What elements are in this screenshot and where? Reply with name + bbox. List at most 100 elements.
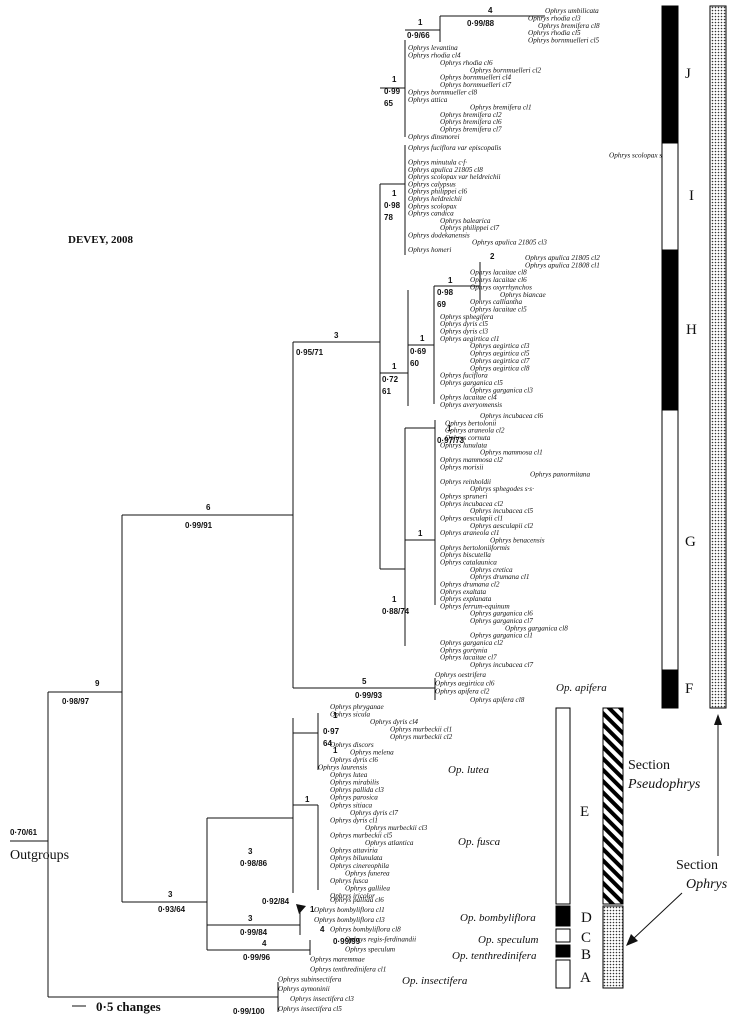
node-label: 9 — [95, 679, 100, 688]
leaf-label: Ophrys fuciflora var episcopalis — [408, 144, 501, 152]
leaf-label: Ophrys bornmuelleri cl4 — [440, 74, 511, 82]
node-label: 0·99/93 — [355, 691, 383, 700]
leaf-label: Ophrys dyris cl1 — [330, 816, 378, 824]
node-label: 0·99/88 — [467, 19, 495, 28]
leaf-label: Ophrys heldreichii — [408, 195, 462, 203]
leaf-label: Ophrys dodekanensis — [408, 231, 470, 239]
section-arrows — [626, 714, 722, 946]
clade-bar-A — [555, 959, 571, 989]
leaf-label: Ophrys scolopax var heldreichii — [408, 173, 501, 181]
section-pseudophrys-line2: Pseudophrys — [627, 777, 701, 792]
leaf-label: Ophrys murbeckii cl5 — [330, 832, 393, 840]
leaf-label: Ophrys bornmueller cl8 — [408, 89, 477, 97]
leaf-label: Ophrys speculum — [345, 946, 395, 954]
leaf-label: Ophrys catalaunica — [440, 559, 497, 567]
node-label: 1 — [392, 362, 397, 371]
leaf-label: Ophrys lacaitae cl7 — [440, 654, 497, 662]
group-label-speculum: Op. speculum — [478, 934, 539, 946]
leaf-label: Ophrys garganica cl1 — [470, 632, 533, 640]
leaf-label: Ophrys lacaitae cl6 — [470, 276, 527, 284]
clade-letter: A — [580, 970, 591, 986]
node-label: 0·99/100 — [233, 1007, 265, 1016]
section-pseudophrys-bar — [602, 707, 624, 905]
leaf-label: Ophrys morisii — [440, 463, 483, 471]
leaf-label: Ophrys apulica 21808 cl1 — [525, 261, 600, 269]
node-label: 0·99/84 — [240, 928, 268, 937]
leaf-label: Ophrys spruneri — [440, 493, 487, 501]
leaf-label: Ophrys attica — [408, 96, 448, 104]
node-label: 2 — [490, 252, 495, 261]
clade-bar-H — [661, 249, 679, 411]
leaf-label: Ophrys atlantica — [365, 839, 414, 847]
node-label: 0·95/71 — [296, 348, 324, 357]
node-label: 0·98 — [384, 201, 401, 210]
group-label-insectifera: Op. insectifera — [402, 975, 468, 987]
leaf-label: Ophrys araneola cl2 — [445, 427, 505, 435]
clade-bar-G — [661, 409, 679, 671]
leaf-label: Ophrys dyris cl6 — [330, 756, 378, 764]
leaf-label: Ophrys rhodia cl3 — [528, 14, 581, 22]
leaf-label: Ophrys homeri — [408, 246, 451, 254]
leaf-label: Ophrys ferrum-equinum — [440, 602, 510, 610]
leaf-label: Ophrys sphegifera — [440, 313, 494, 321]
leaf-label: Ophrys regis-ferdinandii — [345, 936, 416, 944]
leaf-label: Ophrys iricolor — [330, 892, 375, 900]
clade-bar-J — [661, 5, 679, 144]
leaf-label: Ophrys sphegodes s·s· — [470, 485, 534, 493]
leaf-label: Ophrys incubacea cl5 — [470, 507, 533, 515]
leaf-label: Ophrys phryganae — [330, 703, 385, 711]
leaf-label: Ophrys oxyrrhynchos — [470, 283, 532, 291]
node-label: 0·88/74 — [382, 607, 410, 616]
node-label: 1 — [448, 276, 453, 285]
leaf-label: Ophrys philippei cl7 — [440, 224, 499, 232]
figure-title: DEVEY, 2008 — [68, 234, 133, 246]
leaf-label: Ophrys tenthredinifera cl1 — [310, 965, 386, 973]
clade-bar-B — [555, 944, 571, 958]
leaf-label: Ophrys calypsus — [408, 180, 456, 188]
leaf-label: Ophrys bertoloniiformis — [440, 544, 510, 552]
leaf-label: Ophrys lacaitae cl8 — [470, 269, 527, 277]
leaf-label: Ophrys laurensis — [318, 764, 367, 772]
leaf-label: Ophrys cinereophila — [330, 862, 389, 870]
arrow-marker — [296, 904, 306, 914]
leaf-label: Ophrys averyomensis — [440, 401, 502, 409]
node-label: 64 — [323, 739, 332, 748]
leaf-label: Ophrys aegirtica cl8 — [470, 364, 530, 372]
leaf-label: Ophrys funerea — [345, 869, 390, 877]
outgroups-label: Outgroups — [10, 848, 69, 863]
node-label: 1 — [420, 334, 425, 343]
leaf-label: Ophrys bombyliflora cl3 — [314, 916, 385, 924]
leaf-label: Ophrys murbeckii cl2 — [390, 733, 453, 741]
leaf-label: Ophrys rhodia cl6 — [440, 59, 493, 67]
leaf-label: Ophrys mammosa cl1 — [480, 449, 543, 457]
leaf-label: Ophrys fuciflora — [440, 372, 488, 380]
leaf-label: Ophrys bornmuelleri cl7 — [440, 81, 511, 89]
node-label: 3 — [168, 890, 173, 899]
leaf-label: Ophrys apulica 21805 cl2 — [525, 254, 600, 262]
node-label: 4 — [320, 925, 325, 934]
node-label: 3 — [248, 914, 253, 923]
leaf-label: Ophrys araneola cl1 — [440, 529, 500, 537]
clade-bar-I — [661, 142, 679, 251]
leaf-label: Ophrys sicula — [330, 711, 371, 719]
leaf-label: Ophrys aegirtica cl7 — [470, 357, 530, 365]
section-pseudophrys-line1: Section — [628, 758, 670, 773]
leaf-label: Ophrys dinsmorei — [408, 133, 459, 141]
node-label: 0·98/97 — [62, 697, 90, 706]
leaf-label: Ophrys levantina — [408, 44, 458, 52]
node-label: 0·99/99 — [333, 937, 361, 946]
leaf-label: Ophrys gortynia — [440, 646, 488, 654]
leaf-label: Ophrys gallilea — [345, 884, 390, 892]
leaf-label: Ophrys fusca — [330, 877, 369, 885]
leaf-label: Ophrys aegirtica cl6 — [435, 679, 495, 687]
leaf-label: Ophrys dyris cl7 — [350, 809, 398, 817]
leaf-label: Ophrys drumana cl2 — [440, 580, 500, 588]
leaf-label: Ophrys bilunulata — [330, 854, 383, 862]
leaf-label: Ophrys attaviria — [330, 847, 378, 855]
node-label: 0·92/84 — [262, 897, 290, 906]
scale-label: 0·5 changes — [96, 999, 161, 1014]
leaf-label: Ophrys panormitana — [530, 471, 591, 479]
clade-letter: E — [580, 804, 589, 820]
leaf-label: Ophrys calliantha — [470, 298, 523, 306]
